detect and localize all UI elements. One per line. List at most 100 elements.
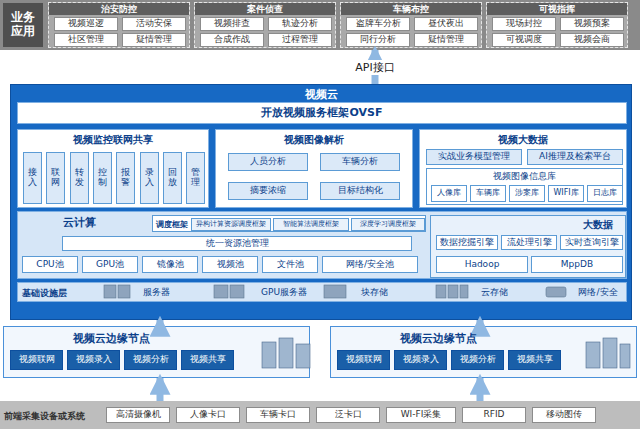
heading-text: 车辆布控 <box>341 3 481 15</box>
label-text: 网络/安全 <box>578 288 617 298</box>
heading-text: 视频图像解析 <box>216 130 412 147</box>
item-box: 疑情管理 <box>122 33 186 47</box>
label-text: 实战业务模型管理 <box>438 152 510 162</box>
label-text: 报警 <box>121 168 130 188</box>
front-item: 高清摄像机 <box>106 407 170 423</box>
heading-text: 视频图像信息库 <box>427 169 622 183</box>
label-text: 文件池 <box>277 260 304 270</box>
label-text: WIFI库 <box>553 189 578 198</box>
library-item: WIFI库 <box>548 185 584 202</box>
label-text: 流处理引擎 <box>507 238 552 248</box>
vertical-item: 接入 <box>23 152 42 204</box>
label-text: 开放视频服务框架OVSF <box>261 107 382 119</box>
pool-box: 统一资源池管理 <box>62 236 412 251</box>
pool-box: 镜像池 <box>142 256 198 273</box>
label-text: 现场封控 <box>506 19 542 29</box>
block-arrow <box>477 320 484 326</box>
label-text: 统一资源池管理 <box>206 239 269 249</box>
edge-item: 视频共享 <box>181 350 234 370</box>
label-text: 录入 <box>145 168 154 188</box>
label-text: 摘要浓缩 <box>250 186 286 196</box>
label-text: 过程管理 <box>282 35 318 45</box>
item-box: 社区管理 <box>54 33 118 47</box>
vertical-item: 回放 <box>163 152 182 204</box>
label-text: 视频巡逻 <box>68 19 104 29</box>
label-text: 视频录入 <box>403 355 439 365</box>
module-item: 车辆分析 <box>320 153 400 171</box>
pool-box: CPU池 <box>22 256 78 273</box>
label-text: 视频分析 <box>133 355 169 365</box>
group-box: 治安防控视频巡逻活动安保社区管理疑情管理 <box>48 2 190 48</box>
heading-text: 基础设施层 <box>18 283 98 300</box>
label-text: 日志库 <box>593 189 617 198</box>
infra-item: GPU服务器 <box>252 285 316 301</box>
label-text: 数据挖掘引擎 <box>440 238 494 248</box>
vertical-item: 控制 <box>93 152 112 204</box>
label-text: 高清摄像机 <box>116 410 161 420</box>
library-item: 人像库 <box>431 185 467 202</box>
item-box: 现场封控 <box>492 17 556 31</box>
front-item: WI-FI采集 <box>386 407 456 423</box>
label-text: 泛卡口 <box>335 410 362 420</box>
heading-text: 大数据 <box>431 216 625 232</box>
label-text: 转发 <box>75 168 84 188</box>
infra-item: 服务器 <box>134 285 178 301</box>
label-text: 目标结构化 <box>338 186 383 196</box>
label-text: 回放 <box>168 168 177 188</box>
pool-box: 网络/安全池 <box>322 256 418 273</box>
group-box: 可视指挥现场封控视频预案可视调度视频会商 <box>486 2 628 48</box>
vertical-item: 录入 <box>140 152 159 204</box>
heading-text: 案件侦查 <box>195 3 335 15</box>
label-text: 疑情管理 <box>136 35 172 45</box>
label-text: 可视调度 <box>506 35 542 45</box>
module-item: 人员分析 <box>228 153 308 171</box>
heading-text: 视频云 <box>11 85 631 102</box>
edge-item: 视频分析 <box>124 350 177 370</box>
cloud-panel: 视频云开放视频服务框架OVSF视频监控联网共享接入联网转发控制报警录入回放管理视… <box>10 84 632 320</box>
infra-item: 块存储 <box>352 285 396 301</box>
bigdata-box: 大数据数据挖掘引擎 流处理引擎 实时查询引擎 Hadoop MppDB <box>430 215 626 278</box>
heading-text: 可视指挥 <box>487 3 627 15</box>
label-text: 接入 <box>28 168 37 188</box>
pool-box: Hadoop <box>436 256 528 273</box>
label-text: 控制 <box>98 168 107 188</box>
heading-text: 业务应用 <box>3 3 43 47</box>
label-text: 管理 <box>191 168 200 188</box>
label-text: 服务器 <box>143 288 170 298</box>
item-box: 过程管理 <box>268 33 332 47</box>
block-arrow <box>157 320 164 326</box>
module-panel: 视频大数据实战业务模型管理AI推理及检索平台视频图像信息库人像库车辆库涉案库WI… <box>419 129 627 208</box>
label-text: 移动图传 <box>546 410 582 420</box>
front-item: 人像卡口 <box>176 407 240 423</box>
label-text: 车辆库 <box>476 189 500 198</box>
pool-box: 流处理引擎 <box>501 235 557 250</box>
module-panel: 视频图像解析人员分析 车辆分析摘要浓缩 目标结构化 <box>215 129 413 208</box>
label-text: Hadoop <box>465 260 500 270</box>
heading-text: 治安防控 <box>49 3 189 15</box>
block-arrow <box>157 378 164 401</box>
edge-item: 视频联网 <box>10 350 63 370</box>
front-item: 移动图传 <box>532 407 596 423</box>
edge-label: API接口 <box>352 60 397 75</box>
label-text: WI-FI采集 <box>401 410 442 420</box>
item-box: 同行分析 <box>346 33 410 47</box>
library-item: 日志库 <box>587 185 623 202</box>
label-text: 合成作战 <box>214 35 250 45</box>
vertical-item: 报警 <box>116 152 135 204</box>
label-text: AI推理及检索平台 <box>539 152 611 162</box>
label-text: 深度学习调度框架 <box>360 221 416 229</box>
label-text: 视频联网 <box>19 355 55 365</box>
edge-item: 视频分析 <box>451 350 504 370</box>
label-text: 异构计算资源调度框架 <box>196 221 266 229</box>
label-text: 实时查询引擎 <box>565 238 619 248</box>
module-item: 目标结构化 <box>320 182 400 200</box>
label-text: 人员分析 <box>250 157 286 167</box>
label-text: 云存储 <box>481 288 508 298</box>
label-text: CPU池 <box>36 260 63 270</box>
label-text: 视频共享 <box>517 355 553 365</box>
label-text: 轨迹分析 <box>282 19 318 29</box>
pool-box: MppDB <box>531 256 623 273</box>
label-text: 块存储 <box>361 288 388 298</box>
